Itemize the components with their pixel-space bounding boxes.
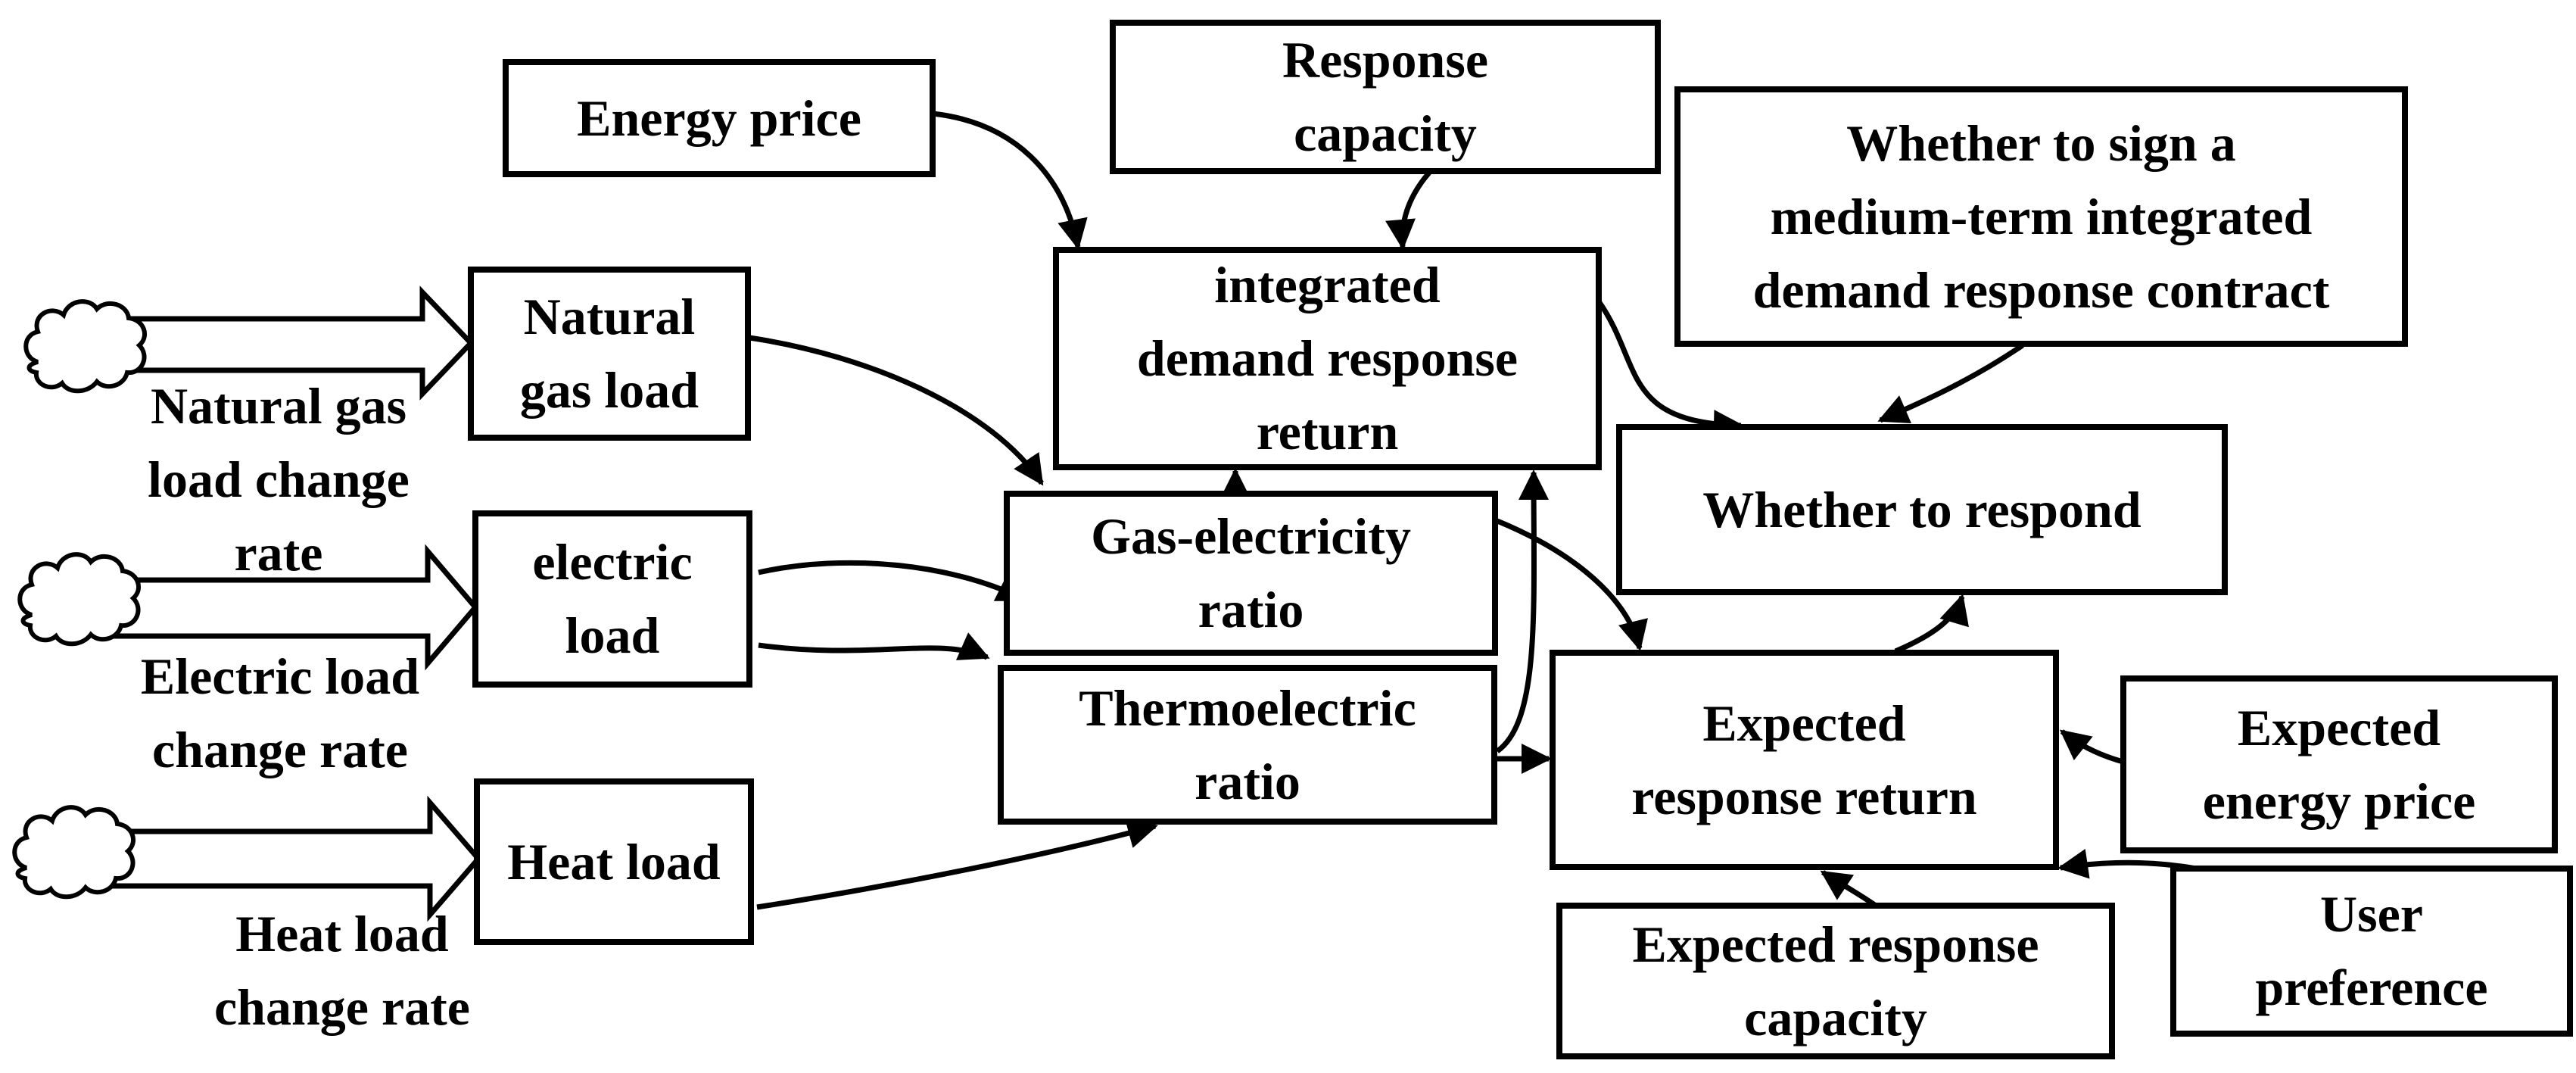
node-heat-load-box [474,778,754,945]
node-expected-return-label: Expected response return [1631,694,1977,825]
cloud-icon [14,807,133,897]
node-natural-gas-load-label: Natural gas load [519,288,699,419]
node-expected-energy-price-box [2120,675,2558,853]
node-whether-respond-label: Whether to respond [1702,480,2141,538]
arrow-integrated-to-whether-respond [1596,299,1744,441]
node-whether-respond-box [1616,424,2228,595]
node-whether-sign-box [1674,86,2408,347]
node-response-capacity-box [1110,20,1661,174]
node-expected-energy-price-label: Expected energy price [2202,698,2476,830]
node-electric-load-box [472,510,752,688]
arrow-expected-price-to-expected-return [2059,729,2124,765]
input-label-heat-rate: Heat load change rate [213,905,470,1036]
node-expected-capacity-box [1556,903,2115,1059]
block-arrow-natural-gas [111,285,475,401]
node-user-preference-box [2170,866,2573,1037]
node-natural-gas-load-box [468,267,751,441]
node-integrated-return-label: integrated demand response return [1136,256,1519,460]
arrow-expected-capacity-to-expected-return [1820,870,1877,908]
node-energy-price-label: Energy price [577,89,861,147]
arrow-heat-to-thermoelectric [756,819,1158,910]
block-arrow-electric [111,544,479,671]
input-label-natural-gas-rate: Natural gas load change rate [148,377,410,582]
node-gas-electricity-ratio-box [1004,491,1498,656]
node-expected-capacity-label: Expected response capacity [1632,915,2039,1046]
arrow-thermoelectric-to-integrated [1495,469,1550,753]
arrow-response-capacity-to-integrated [1385,170,1431,250]
node-heat-load-label: Heat load [507,832,721,891]
block-arrow-heat [107,795,482,922]
node-energy-price-box [503,59,936,177]
node-integrated-return-box [1053,247,1602,470]
arrow-whether-sign-to-whether-respond [1877,343,2024,423]
node-response-capacity-label: Response capacity [1282,31,1489,162]
node-thermoelectric-ratio-box [998,665,1497,825]
arrow-electric-to-gas-electricity [758,560,1028,603]
node-whether-sign-label: Whether to sign a medium-term integrated… [1752,114,2330,319]
node-electric-load-label: electric load [532,533,693,664]
arrow-energy-price-to-integrated [932,111,1088,250]
input-label-electric-rate: Electric load change rate [140,647,420,778]
arrow-expected-return-to-whether-respond [1894,594,1969,654]
node-gas-electricity-ratio-label: Gas-electricity ratio [1091,507,1411,638]
node-thermoelectric-ratio-label: Thermoelectric ratio [1079,678,1416,810]
arrow-gas-electricity-to-expected-return [1496,518,1648,651]
arrow-natural-gas-to-gas-electricity [749,335,1044,486]
node-expected-return-box [1550,650,2059,870]
node-user-preference-label: User preference [2255,885,2488,1016]
arrow-electric-to-thermoelectric [758,632,990,660]
